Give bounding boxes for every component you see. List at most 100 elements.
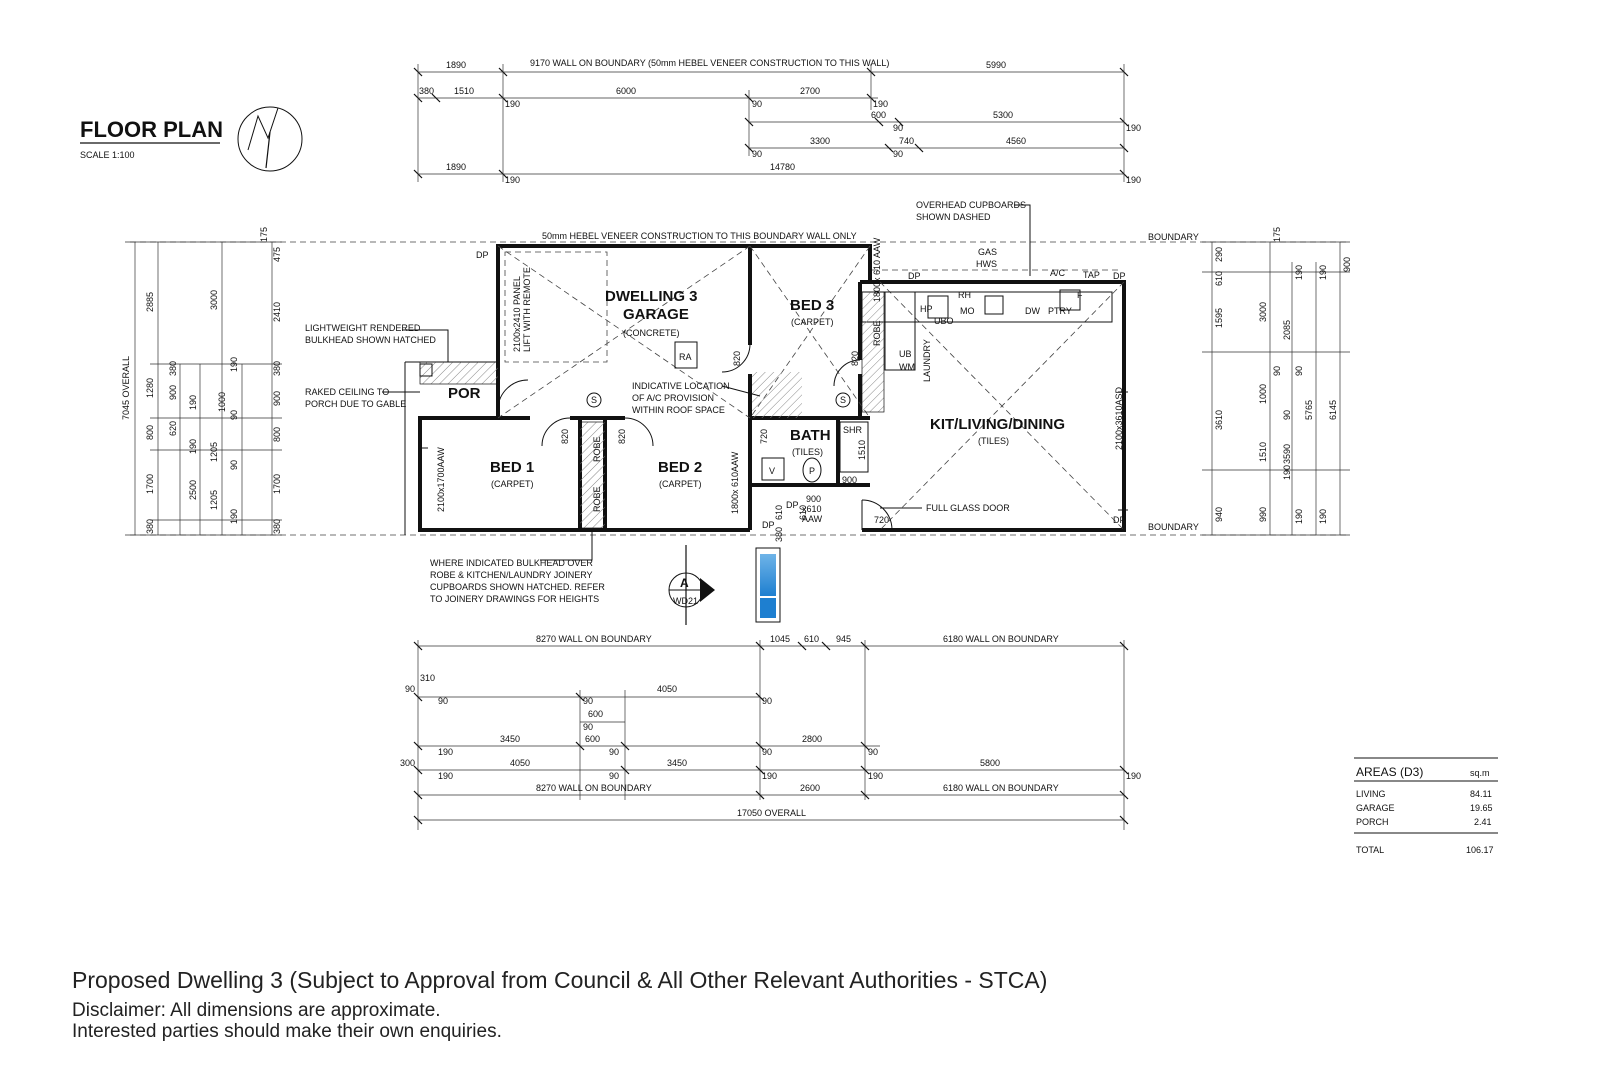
dim: 900 — [272, 391, 282, 406]
tub-label: UB — [899, 349, 912, 359]
dim: 2800 — [802, 734, 822, 744]
dim: 7045 OVERALL — [121, 356, 131, 420]
dim: 740 — [899, 136, 914, 146]
dim: 6180 WALL ON BOUNDARY — [943, 634, 1059, 644]
room-robe: ROBE — [872, 320, 882, 346]
pantry-label: PTRY — [1048, 306, 1072, 316]
dim: 90 — [583, 722, 593, 732]
dim: 600 — [588, 709, 603, 719]
right-dimensions: 290 610 1595 3610 940 175 3000 90 1000 1… — [1202, 227, 1352, 536]
boundary-label: BOUNDARY — [1148, 232, 1199, 242]
window-label: 2100x3610ASD — [1114, 386, 1124, 450]
dim: 3590 — [1282, 444, 1292, 464]
dim: 90 — [405, 684, 415, 694]
dim: 190 — [505, 99, 520, 109]
dim: 90 — [609, 771, 619, 781]
area-label: GARAGE — [1356, 803, 1395, 813]
room-bed3: BED 3 — [790, 297, 834, 314]
dim: 380 — [272, 519, 282, 534]
water-tank-icon — [755, 547, 781, 623]
dim: 6145 — [1328, 400, 1338, 420]
areas-unit: sq.m — [1470, 768, 1490, 778]
dim: 4560 — [1006, 136, 1026, 146]
window-label: 2100x1700AAW — [436, 447, 446, 512]
title-block: FLOOR PLAN SCALE 1:100 — [80, 106, 303, 172]
dim: 600 — [871, 110, 886, 120]
annotations: OVERHEAD CUPBOARDS SHOWN DASHED LIGHTWEI… — [305, 200, 1031, 606]
underbench-oven-label: UBO — [934, 316, 954, 326]
dim: 1890 — [446, 60, 466, 70]
dim: 1890 — [446, 162, 466, 172]
top-dimensions: 1890 9170 WALL ON BOUNDARY (50mm HEBEL V… — [413, 58, 1141, 185]
area-total-label: TOTAL — [1356, 845, 1384, 855]
downpipe-label: DP — [786, 500, 799, 510]
room-kitchen-living-dining: KIT/LIVING/DINING — [930, 416, 1065, 433]
dim: 3450 — [667, 758, 687, 768]
dim: 90 — [752, 99, 762, 109]
window-label: 1800x 610 AAW — [872, 237, 882, 302]
area-label: LIVING — [1356, 789, 1386, 799]
dim: 1510 — [454, 86, 474, 96]
washing-machine-label: WM — [899, 362, 915, 372]
room-bed2-finish: (CARPET) — [659, 479, 702, 489]
room-garage-subtitle: GARAGE — [623, 306, 689, 323]
window-label: 1800x 610AAW — [730, 451, 740, 514]
dim: 610 — [1214, 271, 1224, 286]
building-outline — [404, 244, 1128, 625]
dim: 2085 — [1282, 320, 1292, 340]
door-label: 820 — [617, 429, 627, 444]
downpipe-label: DP — [908, 271, 921, 281]
dim: 1280 — [145, 378, 155, 398]
room-bed1: BED 1 — [490, 459, 534, 476]
tap-label: TAP — [1083, 270, 1100, 280]
room-kld-finish: (TILES) — [978, 436, 1009, 446]
dim: 2885 — [145, 292, 155, 312]
dim: 190 — [229, 509, 239, 524]
left-dimensions: 7045 OVERALL 2885 1280 800 1700 380 900 … — [121, 227, 282, 536]
door-label: 820 — [732, 351, 742, 366]
door-label: 610 — [774, 505, 784, 520]
boundary-label: BOUNDARY — [1148, 522, 1199, 532]
dim: 900 — [168, 385, 178, 400]
dim: 90 — [1282, 410, 1292, 420]
dim: 190 — [1126, 123, 1141, 133]
dim: 940 — [1214, 507, 1224, 522]
dim: 1595 — [1214, 308, 1224, 328]
dim: 90 — [893, 149, 903, 159]
dim: 190 — [868, 771, 883, 781]
area-total-value: 106.17 — [1466, 845, 1494, 855]
dim: 620 — [168, 421, 178, 436]
door-label: 380 — [774, 527, 784, 542]
hebel-note: 50mm HEBEL VENEER CONSTRUCTION TO THIS B… — [542, 231, 857, 241]
dim: 945 — [836, 634, 851, 644]
dim: 190 — [1126, 175, 1141, 185]
dim: 175 — [1272, 227, 1282, 242]
dim: 2600 — [800, 783, 820, 793]
dim: 190 — [1318, 265, 1328, 280]
dim: 5990 — [986, 60, 1006, 70]
dim: 4050 — [510, 758, 530, 768]
dim: 900 — [1342, 257, 1352, 272]
dim: 600 — [585, 734, 600, 744]
dim: 1000 — [217, 392, 227, 412]
door-label: 610 — [798, 505, 808, 520]
dim: 17050 OVERALL — [737, 808, 806, 818]
fixture-labels: DP DP DP DP DP DP RA S S SHR P V GAS HWS… — [476, 247, 1126, 530]
overhead-note: SHOWN DASHED — [916, 212, 991, 222]
areas-title: AREAS (D3) — [1356, 765, 1423, 779]
where-note: CUPBOARDS SHOWN HATCHED. REFER — [430, 582, 605, 592]
smoke-detector-label: S — [840, 395, 846, 405]
dim: 800 — [145, 425, 155, 440]
plan-scale: SCALE 1:100 — [80, 150, 135, 160]
door-label: 820 — [560, 429, 570, 444]
caption-disclaimer: Disclaimer: All dimensions are approxima… — [72, 1000, 441, 1021]
dim: 90 — [762, 747, 772, 757]
area-label: PORCH — [1356, 817, 1389, 827]
window-label: 900 — [806, 494, 821, 504]
areas-table: AREAS (D3) sq.m LIVING 84.11 GARAGE 19.6… — [1354, 757, 1498, 855]
area-value: 19.65 — [1470, 803, 1493, 813]
dim: 90 — [438, 696, 448, 706]
section-marker-icon — [668, 545, 715, 625]
hws-label: HWS — [976, 259, 997, 269]
dim: 90 — [229, 410, 239, 420]
